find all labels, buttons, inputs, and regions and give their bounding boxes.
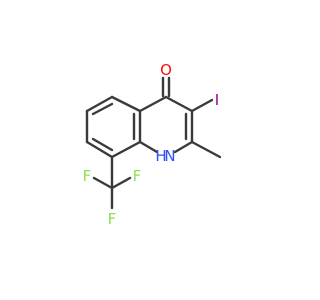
atom-iodine: I bbox=[215, 91, 219, 109]
bond-c4a-c4 bbox=[138, 95, 168, 113]
bond-c6-c7 bbox=[85, 140, 114, 159]
atom-hydrogen: H bbox=[155, 147, 166, 165]
structure-svg: O I N H F F F bbox=[83, 61, 222, 228]
bond-c4-c3 bbox=[164, 95, 194, 113]
bond-c7-c8 bbox=[110, 140, 142, 159]
atom-oxygen: O bbox=[160, 61, 172, 79]
atom-fluorine-bottom: F bbox=[108, 210, 117, 228]
bond-inner-c4a-c5 bbox=[91, 102, 114, 116]
atom-nitrogen: N bbox=[164, 147, 175, 165]
molecule-diagram: O I N H F F F bbox=[83, 61, 222, 228]
bond-cf3-f-right bbox=[110, 176, 132, 190]
atom-fluorine-right: F bbox=[133, 167, 142, 185]
bond-inner-c6-c7 bbox=[91, 137, 114, 152]
bond-c4a-c5 bbox=[85, 95, 114, 113]
bond-n1-c8a bbox=[138, 140, 159, 154]
bond-c8a-c4a bbox=[110, 95, 142, 113]
bond-c2-n1 bbox=[173, 140, 194, 154]
atom-fluorine-left: F bbox=[83, 167, 92, 185]
bond-c3-i bbox=[190, 98, 214, 113]
bond-cf3-f-left bbox=[92, 176, 114, 190]
bond-c2-methyl bbox=[190, 140, 222, 159]
